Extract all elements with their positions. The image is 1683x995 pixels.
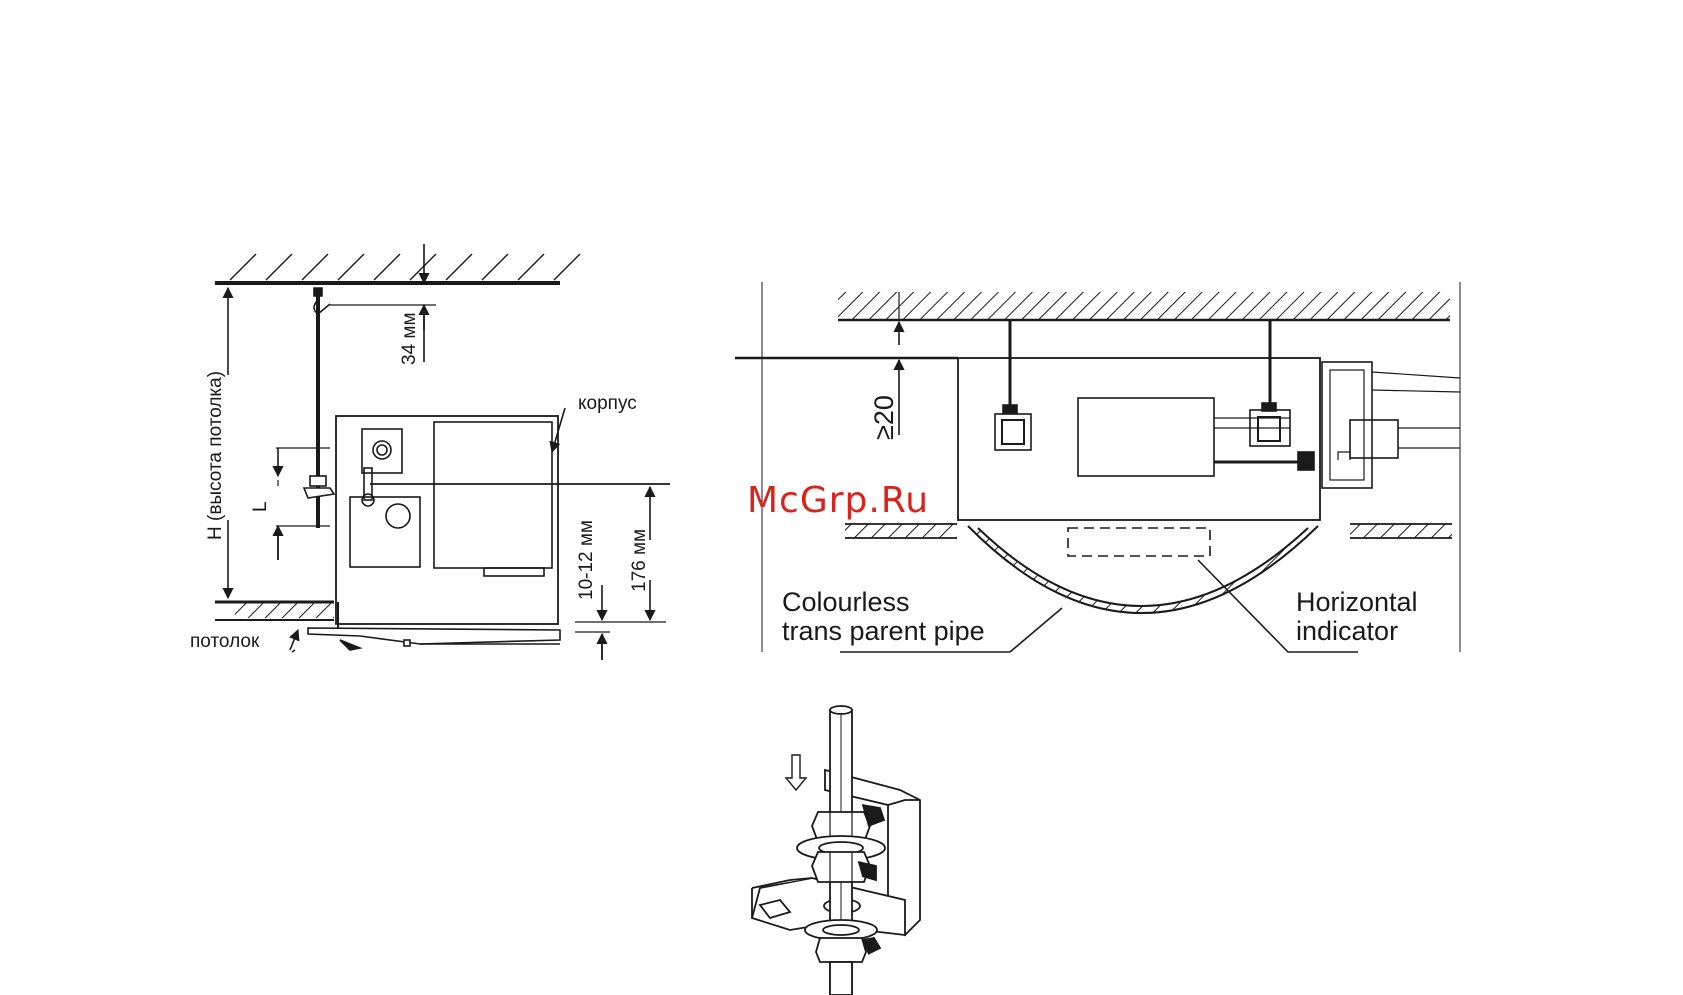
ceiling-board-right-b: [1350, 524, 1452, 538]
ceiling-board-left: [235, 602, 334, 618]
coil-block: [434, 422, 552, 568]
horizontal-indicator: [1068, 528, 1210, 556]
label-pipe-line2: trans parent pipe: [782, 616, 985, 646]
left-diagram: [215, 244, 670, 660]
hanger-nut: [310, 476, 326, 486]
label-housing: корпус: [578, 393, 637, 414]
label-ceiling: потолок: [190, 631, 260, 652]
slab-right: [838, 292, 1450, 320]
label-pipe-line1: Colourless: [782, 587, 910, 617]
dim-l: L: [250, 501, 271, 512]
watermark: McGrp.Ru: [747, 480, 929, 521]
label-indicator-line1: Horizontal: [1296, 587, 1418, 617]
unit-body: [336, 416, 558, 624]
dim-10-12mm: 10-12 мм: [576, 520, 597, 600]
unit-body-right: [958, 358, 1320, 520]
bolt-bracket-diagram: [752, 706, 920, 995]
down-arrow-icon: [786, 755, 806, 790]
control-box: [362, 429, 402, 473]
label-indicator-line2: indicator: [1296, 616, 1398, 646]
slab-hatch-top: [230, 254, 580, 280]
dim-34mm: 34 мм: [399, 312, 420, 365]
label-height: H (высота потолка): [205, 371, 226, 540]
dim-176mm: 176 мм: [629, 529, 650, 592]
dim-min-20: ≥20: [869, 395, 899, 440]
ceiling-board-right-a: [845, 524, 957, 538]
